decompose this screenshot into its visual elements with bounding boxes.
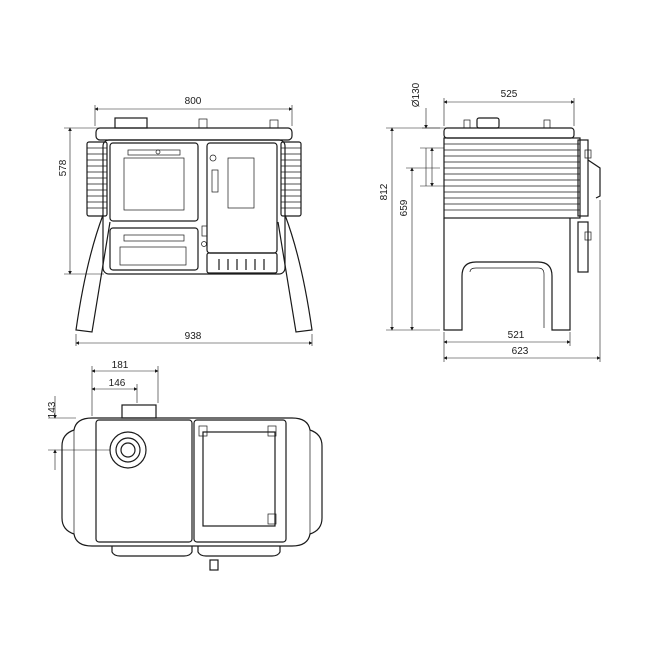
- front-cooktop: [95, 127, 293, 141]
- side-legs: [443, 218, 571, 331]
- side-drawer-profile: [577, 221, 589, 273]
- front-ash-drawer: [109, 227, 199, 271]
- front-oven-door: [206, 142, 278, 254]
- dim-side-depth-top: 525: [501, 89, 518, 100]
- dim-top-flue-offset-outer: 181: [112, 360, 129, 371]
- dim-front-height: 578: [58, 159, 69, 176]
- top-front-knob: [209, 559, 219, 571]
- dim-side-depth-base: 521: [508, 330, 525, 341]
- dim-top-flue-depth: 143: [47, 401, 58, 418]
- dim-side-flue-diameter: Ø130: [411, 82, 422, 107]
- side-body: [443, 137, 581, 219]
- side-view: Ø130 525 812 659 521 623: [379, 82, 601, 362]
- front-oven-glass: [227, 157, 255, 209]
- top-view: 181 146 143: [47, 360, 323, 571]
- front-body: [102, 139, 286, 275]
- top-oven-plate: [193, 419, 287, 543]
- front-fire-door-glass: [123, 157, 185, 211]
- dim-top-flue-offset-inner: 146: [109, 378, 126, 389]
- front-oven-vents: [206, 252, 278, 274]
- top-front-rail-left: [111, 546, 193, 557]
- side-flue-collar: [476, 117, 500, 129]
- side-door-handle: [587, 159, 601, 199]
- front-right-leg: [277, 214, 313, 333]
- top-oven-cover: [202, 431, 276, 527]
- front-flue-collar: [114, 117, 148, 129]
- front-right-fins: [280, 141, 302, 217]
- front-view: 800 578 938: [58, 96, 313, 346]
- dim-side-depth-total: 623: [512, 346, 529, 357]
- dim-front-width-top: 800: [185, 96, 202, 107]
- front-left-fins: [86, 141, 108, 217]
- top-outline: [61, 417, 323, 547]
- front-left-leg: [75, 214, 111, 333]
- side-door-profile: [577, 139, 589, 217]
- top-hotplate-rings: [109, 431, 147, 469]
- side-fins: [444, 143, 580, 211]
- top-flue-collar: [121, 404, 157, 419]
- dim-side-flue-height: 659: [399, 199, 410, 216]
- front-fire-door: [109, 142, 199, 222]
- dim-side-total-height: 812: [379, 183, 390, 200]
- top-hob-plate: [95, 419, 193, 543]
- side-cooktop: [443, 127, 575, 139]
- dim-front-width-base: 938: [185, 331, 202, 342]
- top-front-rail-right: [197, 546, 281, 557]
